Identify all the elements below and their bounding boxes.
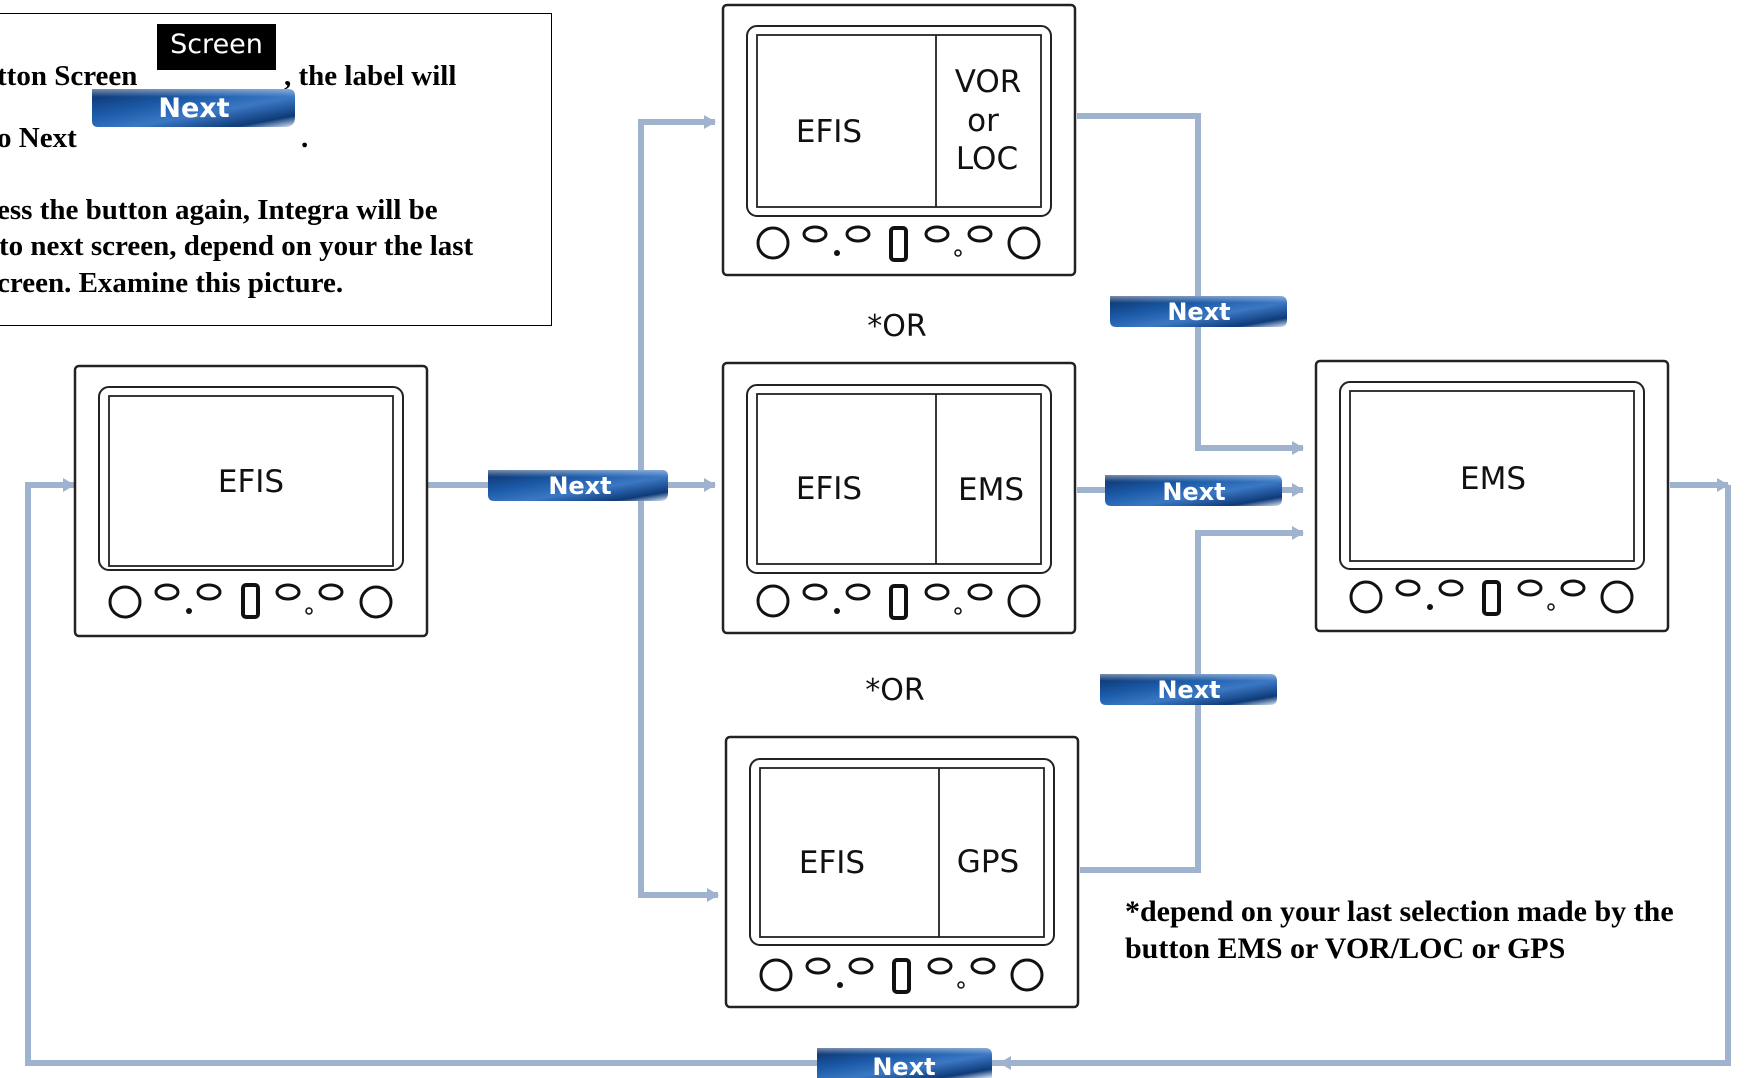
note-line-1-post: , the label will xyxy=(284,60,457,92)
next-button-bottom-route[interactable]: Next xyxy=(1100,674,1277,705)
note-line-5: creen. Examine this picture. xyxy=(0,267,344,299)
screen-chip: Screen xyxy=(157,24,276,70)
note-line-2-pre: o Next xyxy=(0,122,77,154)
note-line-3: ess the button again, Integra will be xyxy=(0,194,438,226)
or-label-upper: *OR xyxy=(867,309,926,344)
next-button-top-route[interactable]: Next xyxy=(1110,296,1287,327)
device-middle-controls[interactable] xyxy=(756,583,1041,620)
next-button-return[interactable]: Next xyxy=(817,1048,992,1078)
device-ems-label: EMS xyxy=(1460,461,1526,497)
connector-split-to-bottom xyxy=(638,485,719,902)
instruction-note: tton Screen Screen , the label will o Ne… xyxy=(0,13,552,326)
footnote: *depend on your last selection made by t… xyxy=(1125,893,1735,967)
device-bottom-efis-gps: EFIS GPS xyxy=(724,735,1080,1009)
device-top-right-label-1: VOR xyxy=(955,64,1022,100)
note-line-2-post: . xyxy=(301,122,309,154)
next-button-middle-route[interactable]: Next xyxy=(1105,475,1282,506)
device-middle-left-label: EFIS xyxy=(796,471,862,507)
device-main-label: EFIS xyxy=(218,464,284,500)
device-top-left-label: EFIS xyxy=(796,114,862,150)
device-top-right-label-3: LOC xyxy=(956,141,1018,177)
device-bottom-right-label: GPS xyxy=(957,844,1019,880)
device-bottom-controls[interactable] xyxy=(759,957,1044,994)
device-top-controls[interactable] xyxy=(756,225,1041,262)
connector-split-to-top xyxy=(638,115,716,485)
connector-return-loop xyxy=(25,478,1731,1066)
next-chip-inline-label: Next xyxy=(158,93,229,124)
footnote-line-2: button EMS or VOR/LOC or GPS xyxy=(1125,932,1566,965)
device-main-controls[interactable] xyxy=(108,583,393,619)
next-chip-inline: Next xyxy=(92,89,295,127)
connector-top-to-ems xyxy=(1077,113,1304,455)
next-button-bottom-route-label: Next xyxy=(1157,676,1220,704)
device-ems-controls[interactable] xyxy=(1349,579,1634,616)
device-ems: EMS xyxy=(1314,359,1670,633)
footnote-line-1: *depend on your last selection made by t… xyxy=(1125,895,1674,928)
device-main-efis: EFIS xyxy=(73,364,429,638)
device-middle-right-label: EMS xyxy=(958,472,1024,508)
next-button-middle-route-label: Next xyxy=(1162,478,1225,506)
next-button-main[interactable]: Next xyxy=(488,470,668,501)
device-middle-efis-ems: EFIS EMS xyxy=(721,361,1077,635)
next-button-top-route-label: Next xyxy=(1167,298,1230,326)
note-line-4: to next screen, depend on your the last xyxy=(0,230,474,262)
device-top-efis-vor: EFIS VOR or LOC xyxy=(721,3,1077,277)
next-button-main-label: Next xyxy=(548,472,611,500)
or-label-lower: *OR xyxy=(865,673,924,708)
next-button-return-label: Next xyxy=(872,1053,935,1078)
device-bottom-left-label: EFIS xyxy=(799,845,865,881)
device-top-right-label-2: or xyxy=(967,103,999,139)
note-line-1-pre: tton Screen xyxy=(0,60,138,92)
